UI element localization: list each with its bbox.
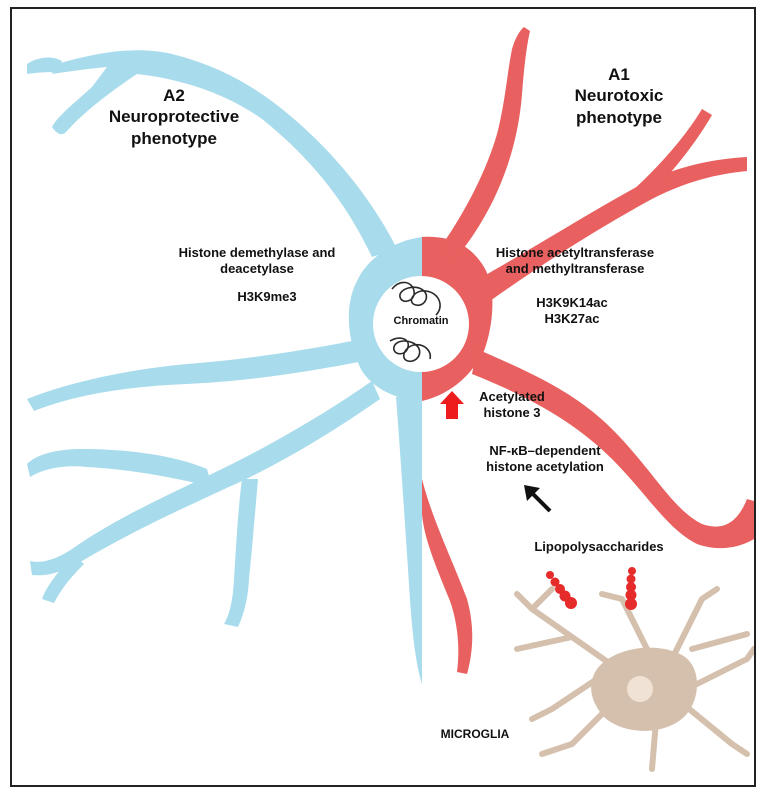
lps-label: Lipopolysaccharides (534, 539, 664, 554)
a1-histone-marks: H3K9K14ac H3K27ac (517, 295, 627, 328)
a1-process-right (482, 157, 747, 301)
microglia-cell (514, 586, 754, 772)
a2-title: A2 Neuroprotective phenotype (104, 85, 244, 149)
a2-process-left-branch (27, 449, 212, 487)
a2-astrocyte-half (27, 50, 422, 684)
a1-mark-1: H3K9K14ac (536, 295, 608, 310)
a1-process-lower-right (472, 349, 754, 549)
chromatin-label: Chromatin (393, 315, 449, 327)
a1-process-lower-down (422, 479, 473, 674)
microglia-nucleus (627, 676, 653, 702)
acetylated-line1: Acetylated (479, 389, 545, 404)
microglia-processes (514, 586, 754, 772)
a2-process-upper (52, 50, 397, 257)
a2-enzymes-label: Histone demethylase and deacetylase (162, 245, 352, 278)
a1-process-upper (442, 27, 530, 261)
a1-mark-2: H3K27ac (544, 311, 600, 327)
a2-process-tip-top (27, 57, 62, 74)
a2-enzymes-line1: Histone demethylase and (178, 245, 336, 260)
diagram-frame: A2 Neuroprotective phenotype A1 Neurotox… (10, 7, 756, 787)
a1-process-right-branch (632, 109, 712, 203)
a1-enzymes-line2: and methyltransferase (505, 261, 645, 277)
a1-title-line3: phenotype (576, 107, 662, 127)
a2-process-left (27, 339, 364, 411)
a2-title-line1: A2 (163, 86, 185, 105)
microglia-label: MICROGLIA (440, 727, 510, 741)
nfkb-line1: NF-κB–dependent (489, 443, 601, 458)
a2-process-lower-vertical (224, 479, 258, 627)
a2-title-line3: phenotype (131, 128, 217, 148)
a1-enzymes-line1: Histone acetyltransferase (495, 245, 655, 260)
chromatin-squiggle-icon (389, 281, 441, 363)
a2-histone-mark: H3K9me3 (237, 289, 297, 304)
nfkb-line2: histone acetylation (486, 459, 604, 475)
a1-title: A1 Neurotoxic phenotype (564, 64, 674, 128)
increase-arrow-icon (440, 391, 464, 419)
a1-enzymes-label: Histone acetyltransferase and methyltran… (480, 245, 670, 278)
a2-process-bottom-curl (42, 554, 84, 603)
nfkb-label: NF-κB–dependent histone acetylation (460, 443, 630, 476)
a2-title-line2: Neuroprotective (108, 107, 240, 127)
a1-title-line1: A1 (608, 65, 630, 84)
acetylated-histone-label: Acetylated histone 3 (467, 389, 557, 422)
a1-title-line2: Neurotoxic (574, 86, 664, 106)
acetylated-line2: histone 3 (483, 405, 541, 421)
a2-process-center-down-fill (396, 397, 422, 684)
lipopolysaccharide-icon-left (546, 571, 577, 609)
lipopolysaccharide-icon-right (625, 567, 637, 610)
activation-arrow-icon (524, 485, 552, 513)
nucleus-circle (373, 276, 469, 372)
chromatin-nucleus (373, 276, 469, 372)
diagram-canvas (27, 27, 754, 772)
a2-enzymes-line2: deacetylase (220, 261, 294, 277)
